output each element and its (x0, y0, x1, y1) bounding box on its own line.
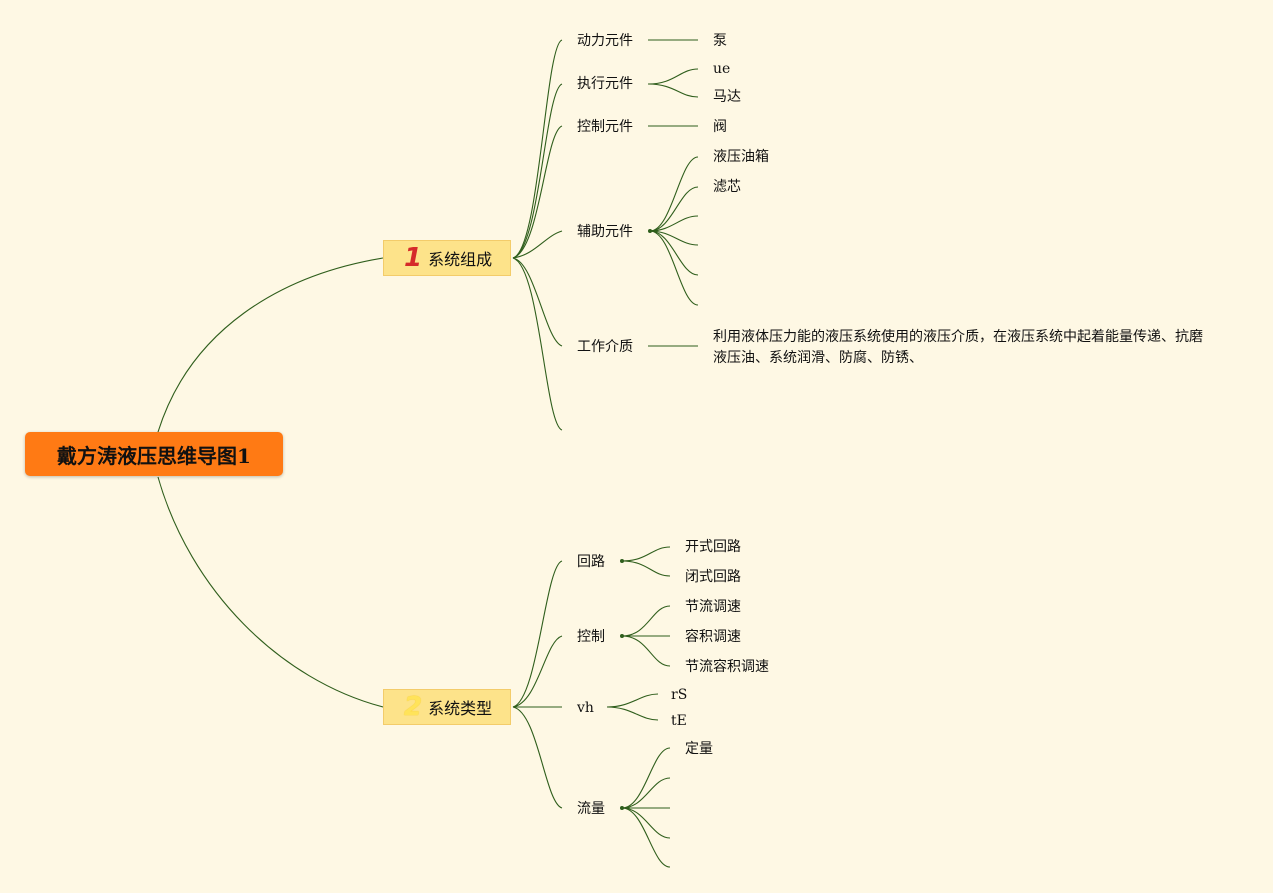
topic-circuit[interactable]: 回路 (577, 553, 605, 571)
leaf-fixed-displacement[interactable]: 定量 (685, 740, 713, 758)
leaf-label: 定量 (685, 741, 713, 757)
topic-label: 动力元件 (577, 33, 633, 49)
leaf-filter[interactable]: 滤芯 (713, 178, 741, 196)
branch-label: 系统组成 (428, 250, 493, 269)
leaf-label: 节流容积调速 (685, 659, 769, 675)
leaf-label: 滤芯 (713, 179, 741, 195)
root-topic-label: 戴方涛液压思维导图1 (57, 443, 251, 468)
leaf-label: 液压油箱 (713, 149, 769, 165)
branch-system-type[interactable]: 2 系统类型 (383, 689, 511, 725)
topic-working-medium[interactable]: 工作介质 (577, 338, 633, 356)
topic-actuator-element[interactable]: 执行元件 (577, 75, 633, 93)
leaf-label: tE (671, 713, 687, 729)
leaf-label: 开式回路 (685, 539, 741, 555)
topic-label: vh (577, 700, 594, 716)
leaf-pump[interactable]: 泵 (713, 32, 727, 50)
priority-2-icon: 2 (404, 692, 423, 722)
leaf-label: 泵 (713, 33, 727, 49)
leaf-ue[interactable]: ue (713, 60, 730, 78)
leaf-valve[interactable]: 阀 (713, 118, 727, 136)
root-topic[interactable]: 戴方涛液压思维导图1 (25, 432, 283, 476)
topic-control-element[interactable]: 控制元件 (577, 118, 633, 136)
leaf-label: 闭式回路 (685, 569, 741, 585)
topic-label: 工作介质 (577, 339, 633, 355)
leaf-label: 阀 (713, 119, 727, 135)
leaf-open-circuit[interactable]: 开式回路 (685, 538, 741, 556)
leaf-motor[interactable]: 马达 (713, 88, 741, 106)
topic-label: 辅助元件 (577, 224, 633, 240)
leaf-label: 马达 (713, 89, 741, 105)
topic-auxiliary-element[interactable]: 辅助元件 (577, 223, 633, 241)
connector-root-branch2 (157, 476, 384, 708)
leaf-te[interactable]: tE (671, 712, 687, 730)
leaf-throttle-speed[interactable]: 节流调速 (685, 598, 741, 616)
leaf-throttle-volume-speed[interactable]: 节流容积调速 (685, 658, 769, 676)
leaf-label-line-2: 液压油、系统润滑、防腐、防锈、 (713, 350, 923, 366)
priority-1-icon: 1 (404, 243, 423, 273)
leaf-volume-speed[interactable]: 容积调速 (685, 628, 741, 646)
leaf-closed-circuit[interactable]: 闭式回路 (685, 568, 741, 586)
topic-label: 控制 (577, 629, 605, 645)
leaf-label: 节流调速 (685, 599, 741, 615)
leaf-medium-description[interactable]: 利用液体压力能的液压系统使用的液压介质，在液压系统中起着能量传递、抗磨 液压油、… (713, 328, 1203, 367)
topic-label: 执行元件 (577, 76, 633, 92)
leaf-label-line-1: 利用液体压力能的液压系统使用的液压介质，在液压系统中起着能量传递、抗磨 (713, 329, 1203, 345)
topic-label: 回路 (577, 554, 605, 570)
branch-system-composition[interactable]: 1 系统组成 (383, 240, 511, 276)
leaf-hydraulic-tank[interactable]: 液压油箱 (713, 148, 769, 166)
branch-label: 系统类型 (428, 699, 493, 718)
leaf-label: ue (713, 61, 731, 77)
leaf-rs[interactable]: rS (671, 686, 687, 704)
topic-control[interactable]: 控制 (577, 628, 605, 646)
topic-power-element[interactable]: 动力元件 (577, 32, 633, 50)
topic-label: 流量 (577, 801, 605, 817)
leaf-label: rS (671, 687, 688, 703)
connector-root-branch1 (157, 257, 384, 433)
topic-flow[interactable]: 流量 (577, 800, 605, 818)
topic-vh[interactable]: vh (577, 699, 594, 717)
topic-label: 控制元件 (577, 119, 633, 135)
leaf-label: 容积调速 (685, 629, 741, 645)
